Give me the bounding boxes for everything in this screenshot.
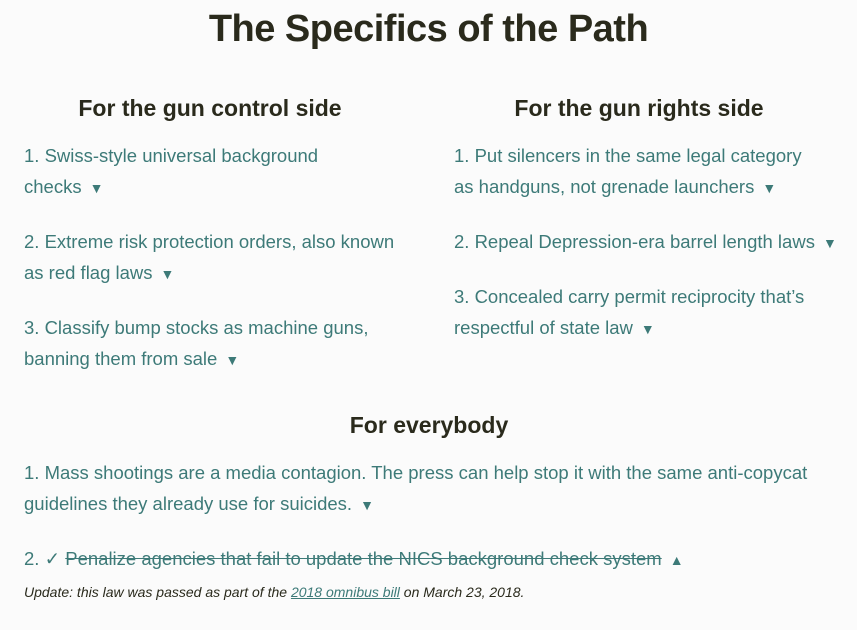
checkmark-icon: ✓ [44, 548, 61, 569]
list-item[interactable]: 3. Classify bump stocks as machine guns,… [24, 312, 396, 376]
item-text: 1. Put silencers in the same legal categ… [454, 145, 802, 197]
item-text: 3. Classify bump stocks as machine guns,… [24, 317, 369, 369]
expand-arrow-icon[interactable]: ▼ [89, 180, 104, 196]
expand-arrow-icon[interactable]: ▼ [762, 180, 777, 196]
everybody-section: For everybody 1. Mass shootings are a me… [24, 412, 834, 600]
list-item[interactable]: 3. Concealed carry permit reciprocity th… [454, 281, 834, 345]
gun-control-heading: For the gun control side [78, 95, 342, 121]
list-item[interactable]: 1. Put silencers in the same legal categ… [454, 140, 824, 204]
page-title: The Specifics of the Path [208, 8, 649, 50]
everybody-heading: For everybody [349, 412, 509, 438]
item-text: 2. Repeal Depression-era barrel length l… [454, 231, 815, 252]
expand-arrow-icon[interactable]: ▼ [225, 352, 240, 368]
gun-rights-column: For the gun rights side 1. Put silencers… [454, 95, 854, 367]
collapse-arrow-icon[interactable]: ▲ [669, 552, 684, 568]
item-text: 1. Mass shootings are a media contagion.… [24, 462, 808, 514]
gun-rights-heading: For the gun rights side [514, 95, 764, 121]
gun-control-column: For the gun control side 1. Swiss-style … [24, 95, 396, 398]
item-number: 2. [24, 548, 40, 569]
list-item-completed[interactable]: 2. ✓ Penalize agencies that fail to upda… [24, 543, 834, 576]
item-text: 2. Extreme risk protection orders, also … [24, 231, 395, 283]
update-prefix: Update: this law was passed as part of t… [24, 584, 288, 600]
expand-arrow-icon[interactable]: ▼ [160, 266, 175, 282]
list-item[interactable]: 1. Swiss-style universal background chec… [24, 140, 396, 204]
expand-arrow-icon[interactable]: ▼ [640, 321, 655, 337]
expand-arrow-icon[interactable]: ▼ [360, 497, 374, 513]
list-item[interactable]: 1. Mass shootings are a media contagion.… [24, 457, 834, 521]
item-text: Penalize agencies that fail to update th… [65, 548, 662, 569]
expand-arrow-icon[interactable]: ▼ [822, 235, 837, 251]
update-suffix: on March 23, 2018. [403, 584, 525, 600]
item-text: 3. Concealed carry permit reciprocity th… [454, 286, 805, 338]
item-text: 1. Swiss-style universal background chec… [24, 145, 319, 197]
list-item[interactable]: 2. Extreme risk protection orders, also … [24, 226, 396, 290]
update-note: Update: this law was passed as part of t… [24, 584, 834, 600]
list-item[interactable]: 2. Repeal Depression-era barrel length l… [454, 226, 854, 259]
omnibus-bill-link[interactable]: 2018 omnibus bill [290, 584, 400, 600]
